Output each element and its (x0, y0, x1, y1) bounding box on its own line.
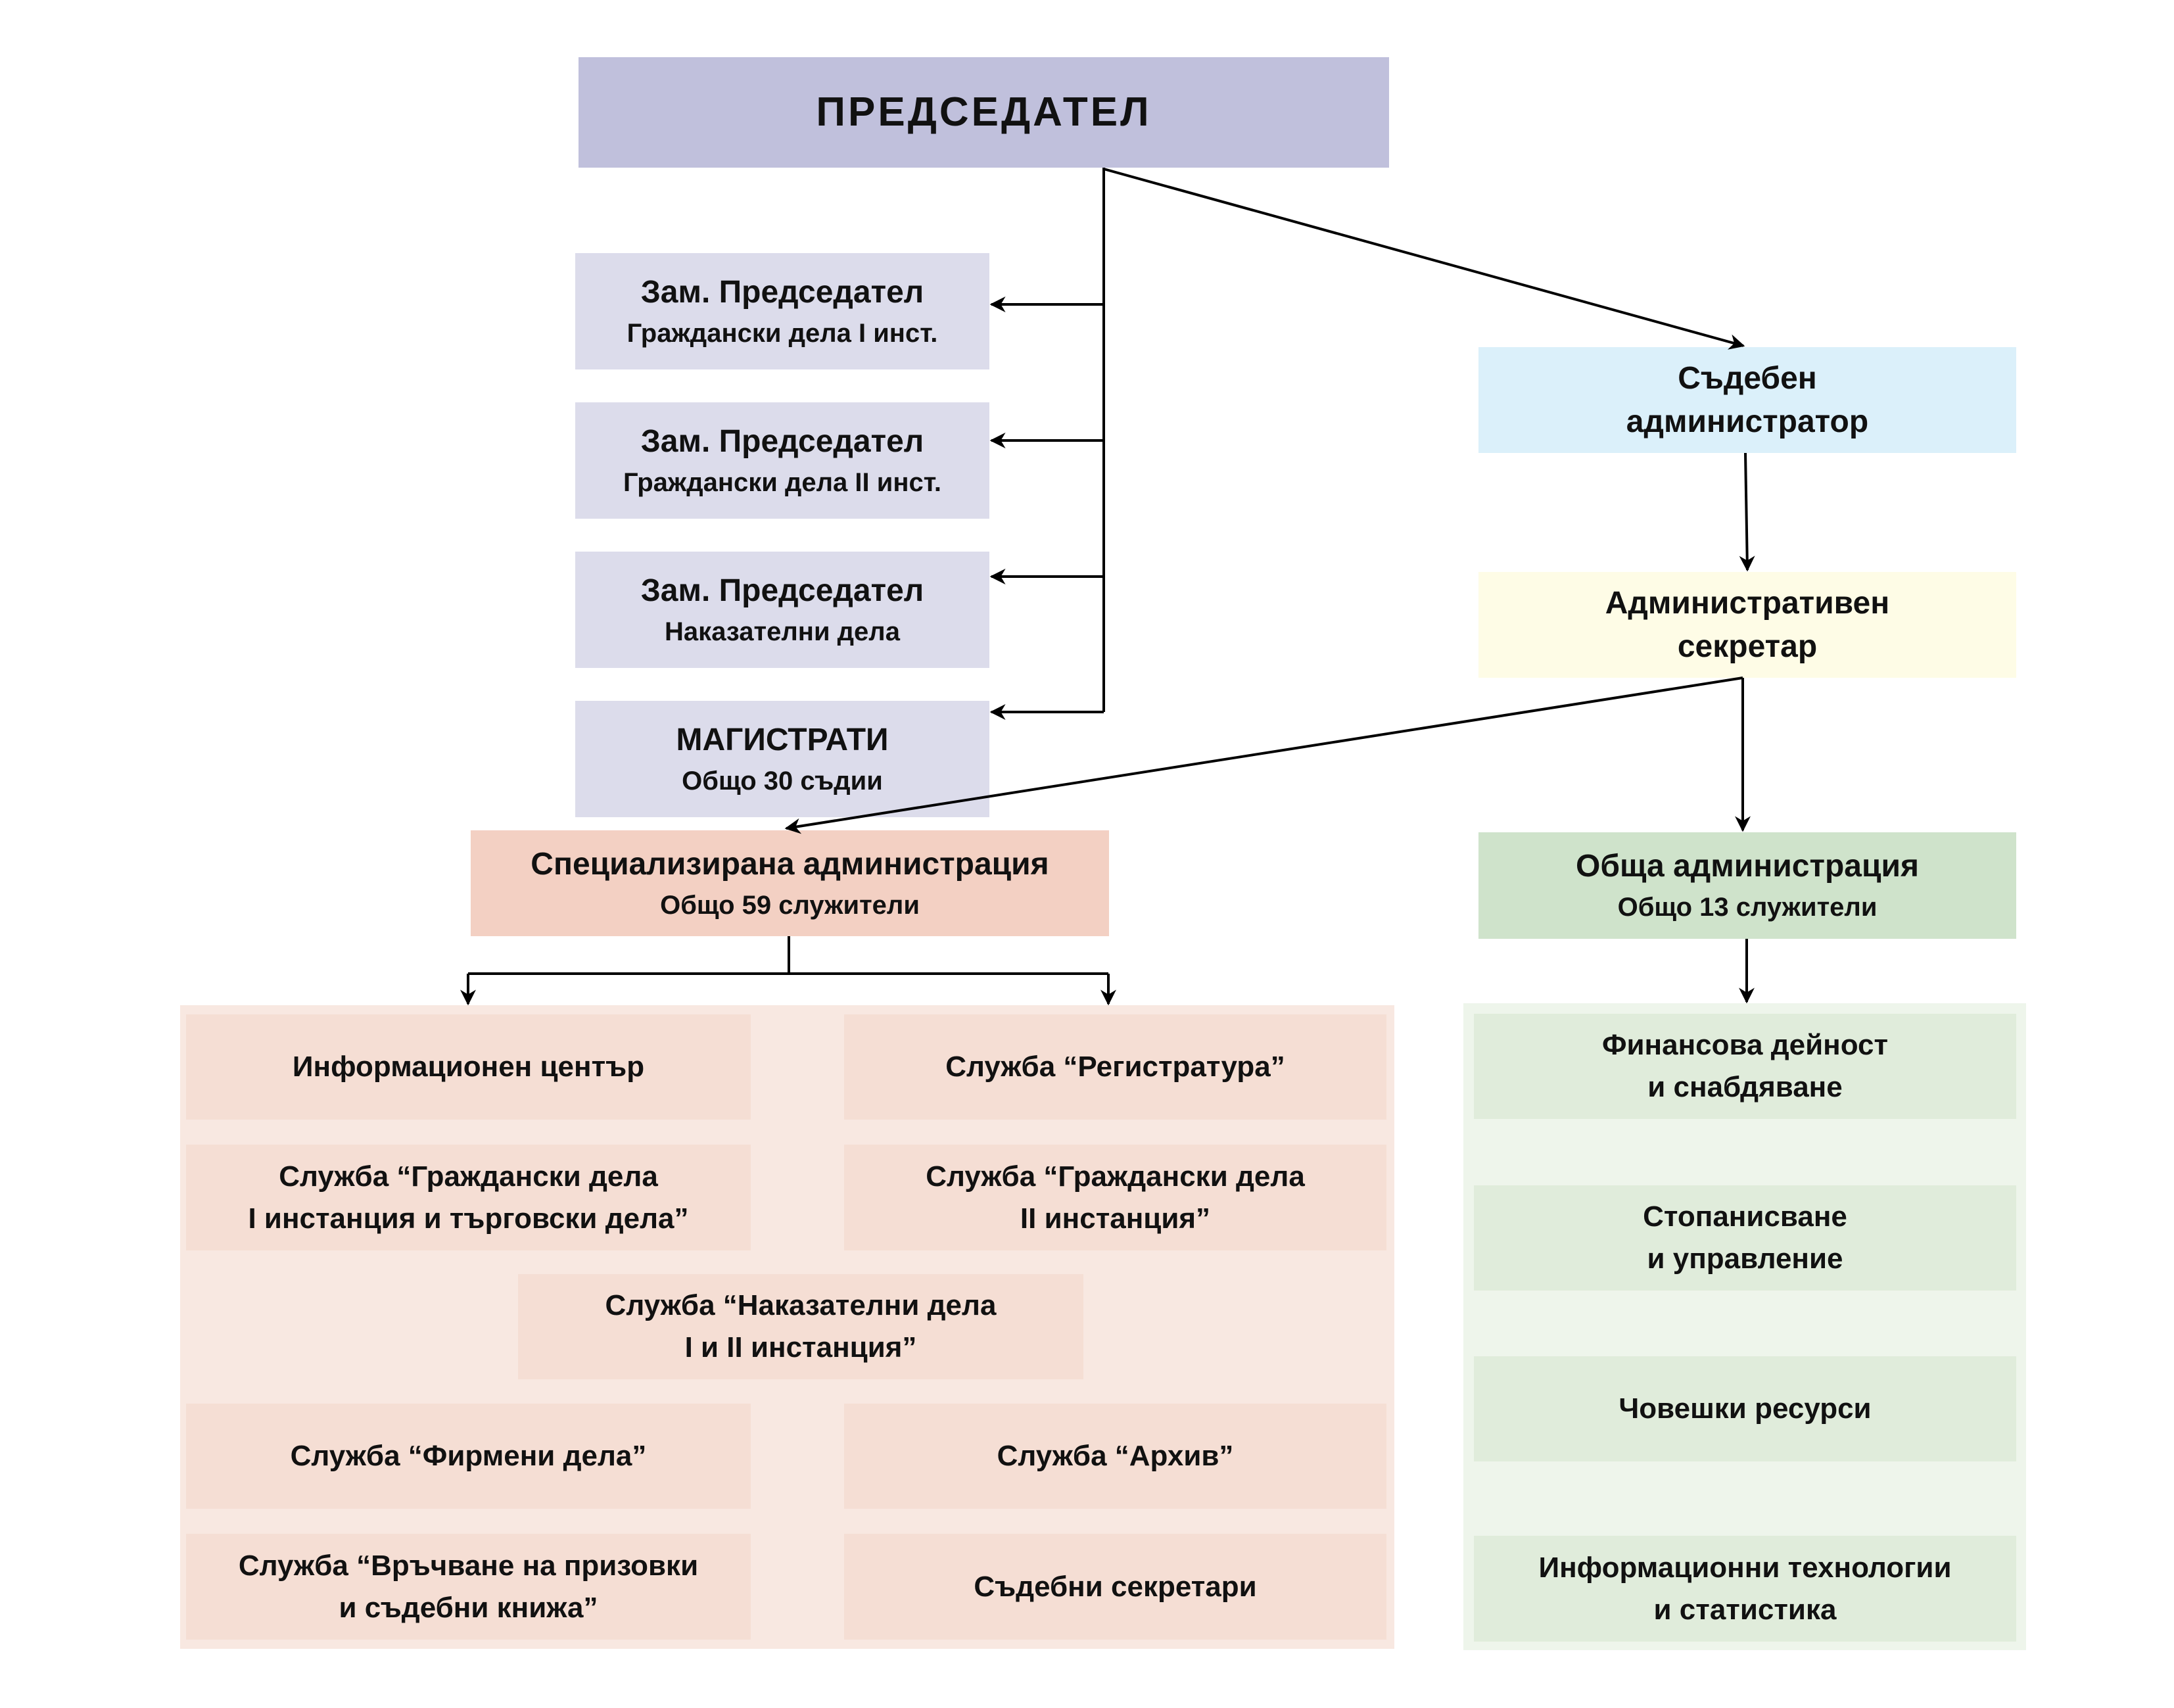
unit-line1: Служба “Архив” (997, 1440, 1234, 1472)
unit-company-cases: Служба “Фирмени дела” (186, 1404, 751, 1509)
deputy-civil-second-box: Зам. Председател Граждански дела II инст… (575, 402, 989, 519)
general-administration-box: Обща администрация Общо 13 служители (1478, 832, 2016, 939)
general-count: Общо 13 служители (1617, 893, 1878, 922)
deputy-criminal-box: Зам. Председател Наказателни дела (575, 552, 989, 668)
deputy-subtitle: Наказателни дела (665, 617, 900, 646)
court-administrator-line1: Съдебен (1678, 360, 1817, 396)
deputy-civil-first-box: Зам. Председател Граждански дела I инст. (575, 253, 989, 369)
unit-line2: I и II инстанция” (684, 1331, 917, 1364)
specialized-title: Специализирана администрация (531, 846, 1049, 882)
unit-it-statistics: Информационни технологии и статистика (1474, 1536, 2016, 1642)
unit-line1: Стопанисване (1643, 1200, 1847, 1233)
magistrates-title: МАГИСТРАТИ (676, 722, 889, 757)
unit-line1: Информационни технологии (1538, 1551, 1952, 1584)
unit-facilities-management: Стопанисване и управление (1474, 1185, 2016, 1291)
unit-line2: и снабдяване (1647, 1071, 1843, 1103)
unit-human-resources: Човешки ресурси (1474, 1356, 2016, 1461)
magistrates-count: Общо 30 съдии (682, 766, 883, 795)
unit-line1: Финансова дейност (1601, 1029, 1889, 1061)
specialized-count: Общо 59 служители (660, 890, 920, 920)
court-administrator-box: Съдебен администратор (1478, 347, 2016, 453)
arrow-to-court-administrator (1103, 168, 1745, 350)
unit-line2: и статистика (1653, 1593, 1837, 1626)
unit-summons-delivery: Служба “Връчване на призовки и съдебни к… (186, 1534, 751, 1640)
deputy-title: Зам. Председател (640, 274, 924, 310)
deputy-subtitle: Граждански дела I инст. (626, 318, 938, 348)
chair-box: ПРЕДСЕДАТЕЛ (579, 57, 1389, 168)
unit-line2: и управление (1647, 1243, 1843, 1275)
deputy-subtitle: Граждански дела II инст. (623, 467, 941, 497)
unit-information-center: Информационен център (186, 1014, 751, 1120)
unit-criminal-cases: Служба “Наказателни дела I и II инстанци… (518, 1274, 1083, 1379)
unit-line1: Служба “Наказателни дела (605, 1289, 997, 1321)
unit-archive: Служба “Архив” (844, 1404, 1386, 1509)
chair-title: ПРЕДСЕДАТЕЛ (816, 89, 1152, 135)
unit-civil-second-instance: Служба “Граждански дела II инстанция” (844, 1145, 1386, 1250)
unit-line1: Служба “Граждански дела (279, 1160, 658, 1193)
unit-finance-supply: Финансова дейност и снабдяване (1474, 1014, 2016, 1119)
deputy-title: Зам. Председател (640, 423, 924, 459)
unit-line1: Съдебни секретари (974, 1570, 1257, 1603)
specialized-administration-box: Специализирана администрация Общо 59 слу… (471, 830, 1109, 936)
unit-registry: Служба “Регистратура” (844, 1014, 1386, 1120)
unit-line1: Информационен център (292, 1051, 645, 1083)
deputy-title: Зам. Председател (640, 573, 924, 608)
unit-line1: Служба “Регистратура” (945, 1051, 1285, 1083)
court-administrator-line2: администратор (1626, 404, 1869, 439)
general-title: Обща администрация (1575, 849, 1920, 884)
magistrates-box: МАГИСТРАТИ Общо 30 съдии (575, 701, 989, 817)
unit-line2: и съдебни книжа” (339, 1591, 598, 1624)
unit-line2: I инстанция и търговски дела” (248, 1202, 689, 1235)
unit-line1: Служба “Граждански дела (926, 1160, 1305, 1193)
arrow-to-secretary (1739, 452, 1755, 572)
unit-line1: Служба “Връчване на призовки (238, 1549, 699, 1582)
unit-line1: Човешки ресурси (1619, 1392, 1872, 1425)
unit-civil-first-instance: Служба “Граждански дела I инстанция и тъ… (186, 1145, 751, 1250)
unit-court-secretaries: Съдебни секретари (844, 1534, 1386, 1640)
unit-line2: II инстанция” (1020, 1202, 1211, 1235)
administrative-secretary-box: Административен секретар (1478, 572, 2016, 678)
secretary-line1: Административен (1605, 585, 1890, 621)
unit-line1: Служба “Фирмени дела” (290, 1440, 647, 1472)
secretary-line2: секретар (1677, 629, 1818, 664)
